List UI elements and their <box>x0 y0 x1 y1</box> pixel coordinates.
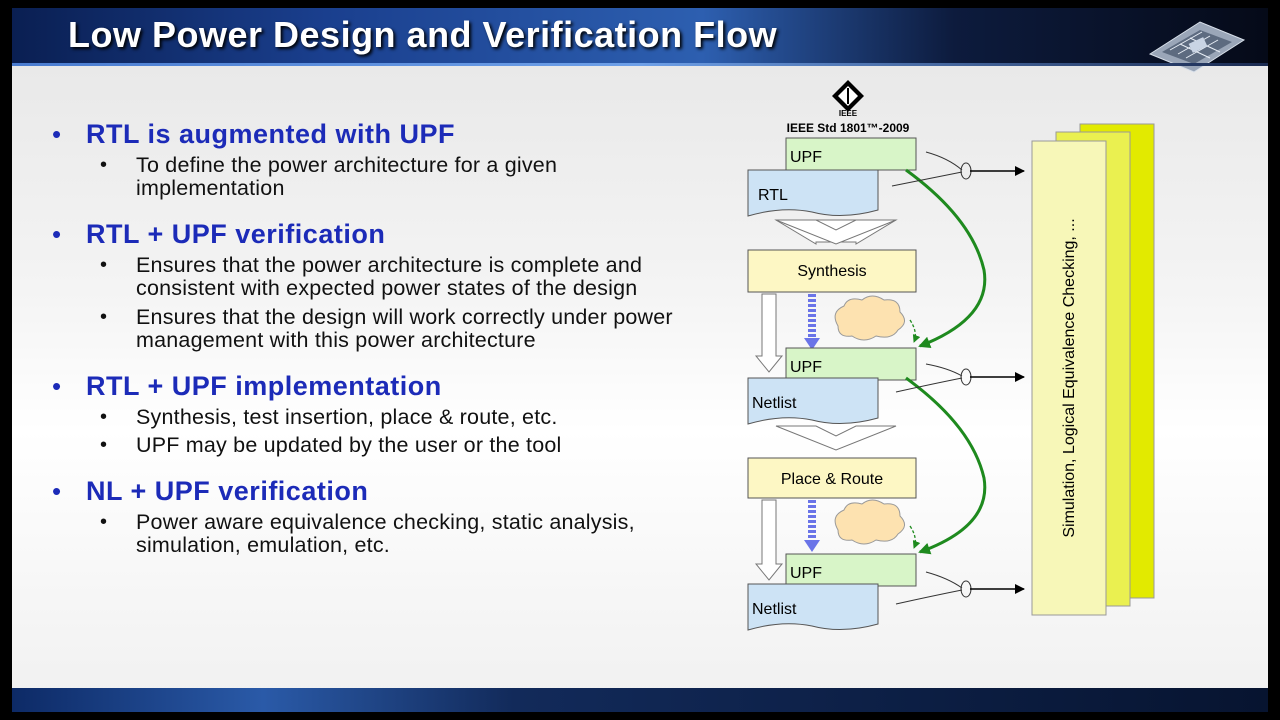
bullet-heading: •RTL + UPF verification <box>52 219 386 249</box>
verification-feed-arrow <box>895 571 1025 605</box>
slide-title: Low Power Design and Verification Flow <box>68 14 778 55</box>
rtl-label: RTL <box>758 187 788 204</box>
cloud-icon <box>834 499 905 545</box>
footer-bar <box>12 688 1268 712</box>
blue-dashed-arrow <box>804 500 820 552</box>
bullet-sub: •Synthesis, test insertion, place & rout… <box>100 405 558 429</box>
netlist-document: Netlist <box>747 377 879 425</box>
bullet-group: •RTL + UPF verification •Ensures that th… <box>52 218 732 352</box>
bullet-group: •RTL is augmented with UPF •To define th… <box>52 118 732 200</box>
upf-box-bottom: UPF <box>785 553 917 587</box>
hollow-down-arrow <box>754 499 784 581</box>
chip-graphic-icon <box>1148 21 1246 73</box>
bullet-sub: •Ensures that the design will work corre… <box>100 305 673 352</box>
update-arrow <box>909 525 921 549</box>
green-flow-arrow <box>905 376 987 555</box>
bullet-sub: •Power aware equivalence checking, stati… <box>100 510 635 557</box>
bullet-sub: •UPF may be updated by the user or the t… <box>100 433 562 457</box>
upf-box-middle: UPF <box>785 347 917 381</box>
title-bar: Low Power Design and Verification Flow <box>12 8 1268 73</box>
slide: Low Power Design and Verification Flow •… <box>12 8 1268 712</box>
blue-dashed-arrow <box>804 294 820 350</box>
bullet-group: •RTL + UPF implementation •Synthesis, te… <box>52 370 732 457</box>
green-flow-arrow <box>905 168 987 348</box>
flow-diagram: IEEE IEEE Std 1801™-2009 Simulation, Log… <box>747 80 1155 631</box>
down-arrow-chevron <box>775 425 897 451</box>
upf-label: UPF <box>790 565 822 582</box>
verification-feed-arrow <box>891 151 1025 187</box>
bullet-sub: •Ensures that the power architecture is … <box>100 253 643 300</box>
place-route-step: Place & Route <box>747 457 917 499</box>
verification-panel-stack: Simulation, Logical Equivalence Checking… <box>1031 123 1155 616</box>
hollow-down-arrow <box>754 293 784 373</box>
synthesis-step: Synthesis <box>747 249 917 293</box>
ieee-logo-text: IEEE <box>839 109 858 118</box>
down-arrow-chevron <box>775 219 897 245</box>
netlist-label: Netlist <box>752 601 797 618</box>
bullet-group: •NL + UPF verification •Power aware equi… <box>52 475 732 557</box>
synthesis-label: Synthesis <box>797 263 866 280</box>
verification-label: Simulation, Logical Equivalence Checking… <box>1061 218 1078 537</box>
place-route-label: Place & Route <box>781 471 883 488</box>
netlist-label: Netlist <box>752 395 797 412</box>
bullet-sub: •To define the power architecture for a … <box>100 153 558 200</box>
upf-label: UPF <box>790 149 822 166</box>
ieee-logo-icon: IEEE <box>832 80 864 118</box>
rtl-document: RTL <box>747 169 879 217</box>
bullet-heading: •NL + UPF verification <box>52 476 369 506</box>
cloud-icon <box>834 295 905 341</box>
verification-feed-arrow <box>895 363 1025 393</box>
upf-label: UPF <box>790 359 822 376</box>
standard-label: IEEE Std 1801™-2009 <box>787 121 910 135</box>
bullet-heading: •RTL + UPF implementation <box>52 371 442 401</box>
upf-box-top: UPF <box>785 137 917 171</box>
bullet-heading: •RTL is augmented with UPF <box>52 119 456 149</box>
bullet-list: •RTL is augmented with UPF •To define th… <box>52 118 732 557</box>
update-arrow <box>909 319 921 343</box>
netlist-document: Netlist <box>747 583 879 631</box>
